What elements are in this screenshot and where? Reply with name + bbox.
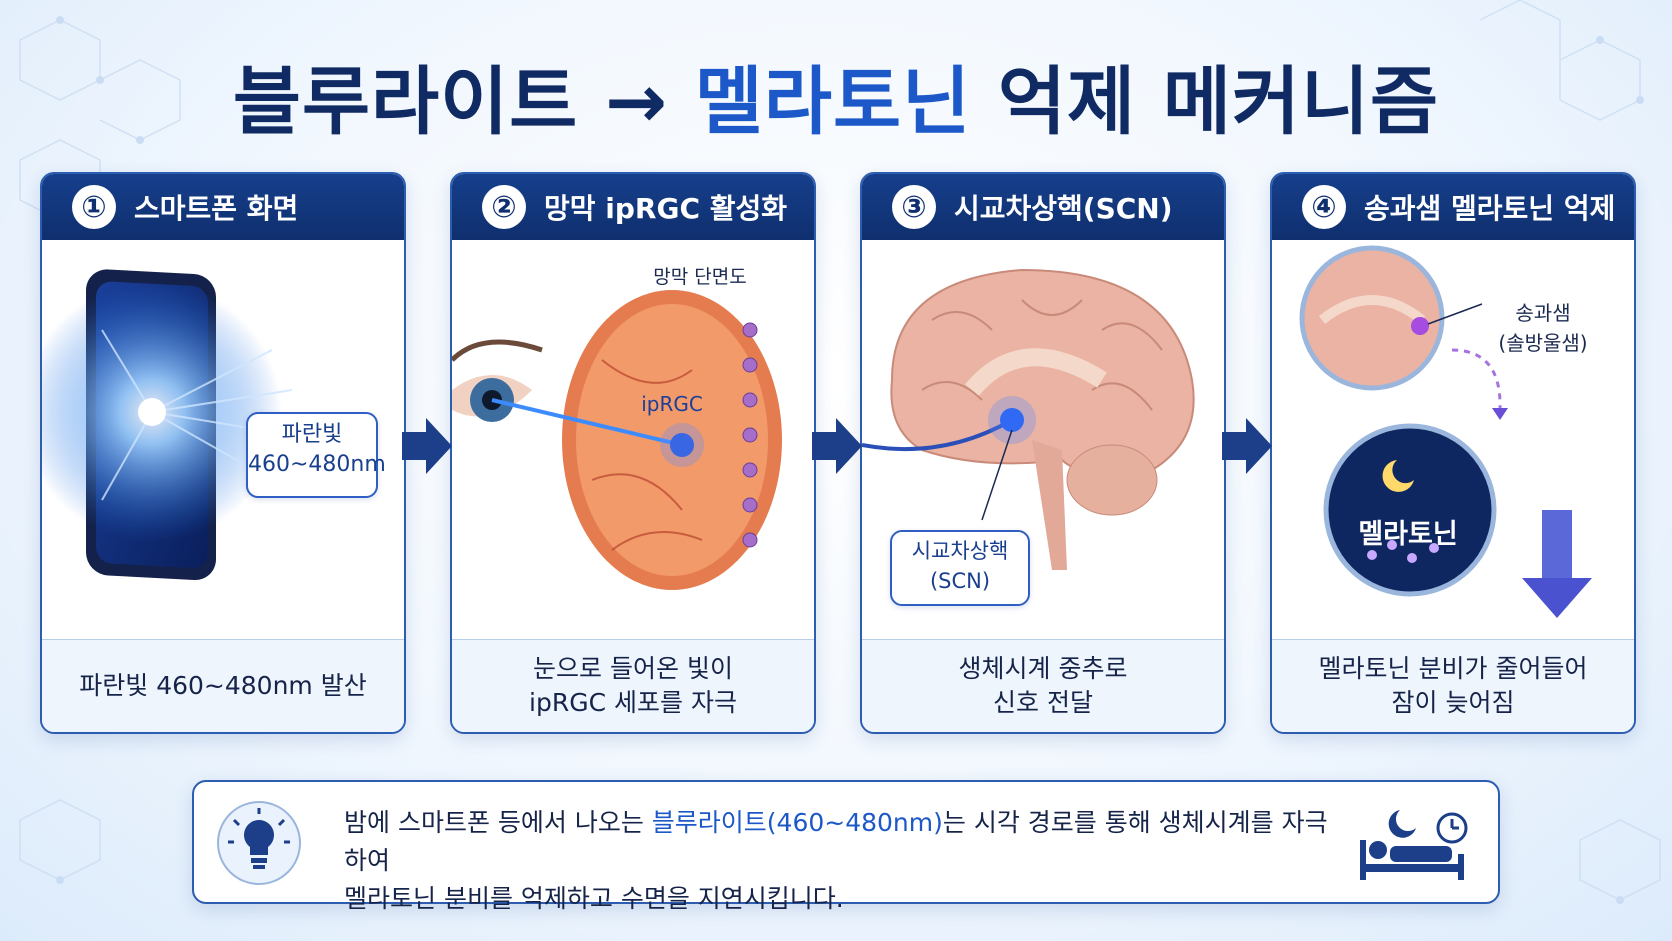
melatonin-label: 멜라토닌	[1358, 519, 1458, 550]
step-number: ③	[892, 185, 936, 229]
lightbulb-icon	[217, 801, 301, 885]
panel-header: ③ 시교차상핵(SCN)	[862, 174, 1224, 240]
panel-header: ② 망막 ipRGC 활성화	[452, 174, 814, 240]
note-highlight: 블루라이트(460~480nm)	[651, 808, 943, 837]
summary-note: 밤에 스마트폰 등에서 나오는 블루라이트(460~480nm)는 시각 경로를…	[192, 780, 1500, 913]
panel-title: 망막 ipRGC 활성화	[544, 192, 788, 225]
eye-retina-illustration	[452, 290, 782, 590]
pineal-melatonin-illustration	[1299, 245, 1592, 618]
panel-caption: 눈으로 들어온 빛이 ipRGC 세포를 자극	[452, 639, 814, 732]
panel-scn: ③ 시교차상핵(SCN) 생체시계 중추로 신호 전달	[860, 172, 1226, 734]
light-beam	[491, 398, 683, 447]
note-text: 밤에 스마트폰 등에서 나오는 블루라이트(460~480nm)는 시각 경로를…	[344, 808, 1328, 913]
moon-icon	[1382, 460, 1414, 492]
pineal-gland	[1411, 317, 1429, 335]
signal-path	[862, 418, 1013, 452]
title-part3: 억제 메커니즘	[997, 59, 1440, 145]
moon-icon	[1388, 810, 1416, 838]
page-title: 블루라이트 → 멜라토닌 억제 메커니즘	[0, 42, 1672, 149]
clock-icon	[1436, 812, 1468, 844]
arrow-right-icon	[812, 418, 862, 474]
step-number: ④	[1302, 185, 1346, 229]
iprgc-label: ipRGC	[641, 392, 703, 416]
retina-section-label: 망막 단면도	[653, 266, 747, 288]
panel-caption: 멜라토닌 분비가 줄어들어 잠이 늦어짐	[1272, 639, 1634, 732]
smartphone-illustration	[42, 269, 293, 580]
iprgc-cell	[670, 433, 694, 457]
melatonin-badge	[1323, 423, 1497, 597]
arrow-right-icon	[1222, 418, 1272, 474]
brain-icon	[890, 268, 1195, 570]
panel-header: ④ 송과샘 멜라토닌 억제	[1272, 174, 1634, 240]
scn-tag: 시교차상핵 (SCN)	[890, 530, 1030, 606]
sleeping-person-icon	[1360, 810, 1468, 880]
panel-retina: ② 망막 ipRGC 활성화 눈으로 들어온 빛이 ipRGC 세포를	[450, 172, 816, 734]
panel-title: 송과샘 멜라토닌 억제	[1364, 192, 1616, 225]
panel-melatonin: ④ 송과샘 멜라토닌 억제 멜라토닌 분비가 줄어들어 잠이 늦어짐	[1270, 172, 1636, 734]
panel-caption: 파란빛 460~480nm 발산	[42, 639, 404, 732]
blue-light-tag: 파란빛 460~480nm	[246, 412, 386, 498]
panel-header: ① 스마트폰 화면	[42, 174, 404, 240]
arrow-right-icon	[402, 418, 452, 474]
scn-node	[1000, 408, 1024, 432]
pineal-brain-inset	[1299, 245, 1483, 391]
step-number: ①	[72, 185, 116, 229]
panel-title: 시교차상핵(SCN)	[954, 192, 1173, 225]
panel-title: 스마트폰 화면	[134, 192, 299, 225]
down-arrow-icon	[1522, 510, 1592, 618]
pineal-label: 송과샘 (솔방울샘)	[1498, 301, 1588, 355]
title-part1: 블루라이트 →	[232, 59, 669, 145]
brain-illustration	[862, 268, 1195, 570]
title-part2: 멜라토닌	[694, 59, 972, 145]
step-number: ②	[482, 185, 526, 229]
panel-caption: 생체시계 중추로 신호 전달	[862, 639, 1224, 732]
